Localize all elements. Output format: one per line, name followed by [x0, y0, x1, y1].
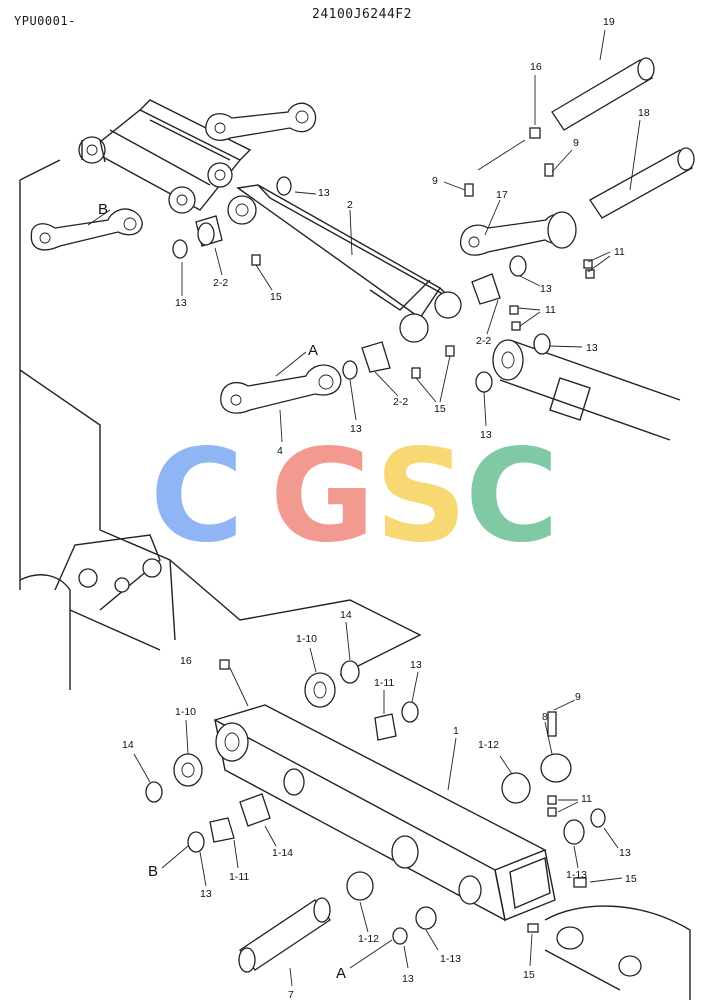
- callout-label: 9: [432, 175, 438, 187]
- callout-label: 9: [575, 691, 581, 703]
- callout-label: 14: [340, 609, 352, 621]
- callout-label: 11: [581, 793, 592, 805]
- callout-label: 15: [625, 873, 637, 885]
- callout-label: A: [336, 965, 346, 982]
- link-17-part: [460, 211, 577, 256]
- callout-label: A: [308, 342, 318, 359]
- drawing-code-center: 24100J6244F2: [312, 7, 412, 22]
- callout-label: 1-12: [478, 739, 499, 751]
- upper-leader-lines: [87, 29, 641, 443]
- pin-18-part: [589, 147, 695, 219]
- callout-label: 2-2: [393, 396, 408, 408]
- link-b-part: [30, 208, 143, 251]
- callout-label: 13: [318, 187, 330, 199]
- callout-label: 14: [122, 739, 134, 751]
- callout-label: 1-11: [229, 871, 249, 883]
- callout-label: 13: [586, 342, 598, 354]
- callout-label: 8: [542, 711, 548, 723]
- callout-label: 1-12: [358, 933, 379, 945]
- callout-label: 1-10: [175, 706, 196, 718]
- callout-label: 1-13: [566, 869, 587, 881]
- callout-label: 18: [638, 107, 650, 119]
- watermark-letter-4: C: [465, 422, 559, 571]
- callout-label: 2: [347, 199, 353, 211]
- callout-label: 13: [350, 423, 362, 435]
- callout-label: 2-2: [213, 277, 228, 289]
- callout-label: 13: [480, 429, 492, 441]
- callout-label: 13: [200, 888, 212, 900]
- callout-label: 17: [496, 189, 508, 201]
- callout-label: 16: [530, 61, 542, 73]
- lower-small-parts: [145, 659, 606, 945]
- callout-label: 15: [270, 291, 282, 303]
- callout-label: 1-13: [440, 953, 461, 965]
- upper-bracket-assembly: [78, 99, 252, 214]
- callout-label: 16: [180, 655, 192, 667]
- callout-label: 1-14: [272, 847, 293, 859]
- callout-label: 1: [453, 725, 459, 737]
- callout-label: 11: [614, 246, 625, 258]
- callout-label: 7: [288, 989, 294, 1000]
- callout-label: 15: [523, 969, 535, 981]
- watermark-letter-2: G: [270, 422, 375, 571]
- callout-label: 13: [402, 973, 414, 985]
- pin-19-part: [551, 57, 655, 131]
- callout-label: 1-10: [296, 633, 317, 645]
- drawing-code-left: YPU0001-: [14, 14, 76, 28]
- callout-label: 13: [619, 847, 631, 859]
- callout-label: 11: [545, 304, 556, 316]
- callout-labels: 19 16 18 9 9 17 13 2 11 11 B 13 2-2 15 1…: [98, 16, 650, 1000]
- link-a-part: [220, 364, 342, 414]
- watermark-letter-3: S: [375, 422, 467, 571]
- arm-2-part: [227, 184, 462, 343]
- callout-label: 19: [603, 16, 615, 28]
- callout-label: 9: [573, 137, 579, 149]
- callout-label: 15: [434, 403, 446, 415]
- beam-1-part: [213, 704, 691, 1000]
- upper-small-parts: [172, 127, 595, 393]
- callout-label: B: [148, 863, 158, 880]
- callout-label: B: [98, 201, 108, 218]
- callout-label: 13: [175, 297, 187, 309]
- top-link-part: [205, 102, 317, 141]
- watermark-letter-1: C: [150, 422, 244, 571]
- callout-label: 13: [540, 283, 552, 295]
- pin-7-part: [238, 897, 331, 973]
- callout-label: 1-11: [374, 677, 394, 689]
- callout-label: 4: [277, 445, 283, 457]
- callout-label: 13: [410, 659, 422, 671]
- lower-bracket-assembly: [19, 159, 422, 690]
- lower-leader-lines: [133, 621, 623, 987]
- callout-label: 2-2: [476, 335, 491, 347]
- watermark: C G S C: [150, 422, 559, 571]
